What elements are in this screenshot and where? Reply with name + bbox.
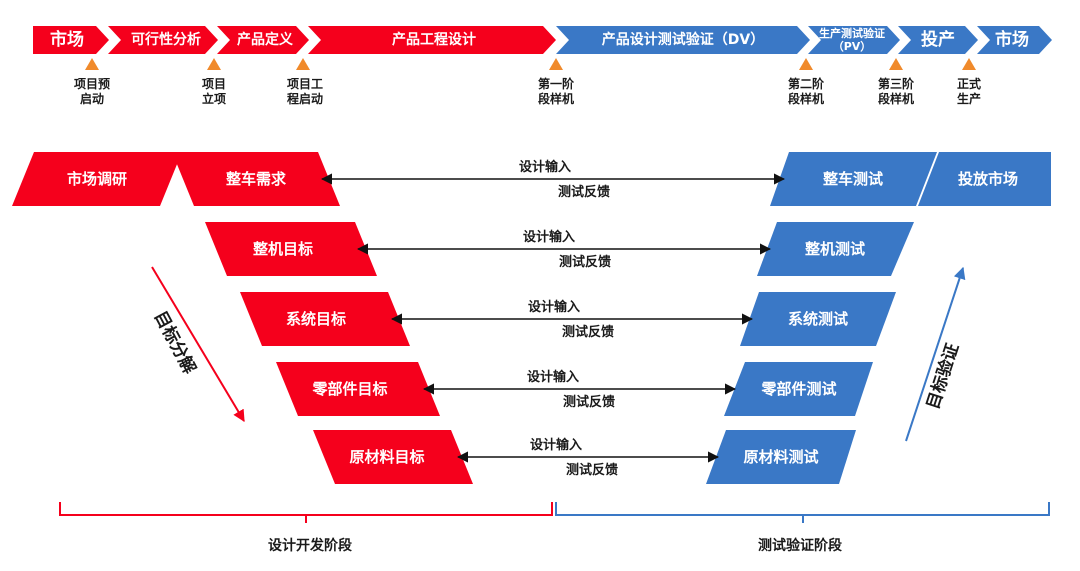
block-label: 整车测试 <box>823 170 883 188</box>
milestone-triangle-icon <box>889 58 903 70</box>
milestone-triangle-icon <box>207 58 221 70</box>
timeline-segment-pv-label-box: 生产测试验证（PV） <box>819 27 885 53</box>
side-label-verification: 目标验证 <box>922 341 963 412</box>
milestone-label-line2: 段样机 <box>538 91 574 106</box>
phase-label-test: 测试验证阶段 <box>758 537 842 554</box>
block-label: 投放市场 <box>958 170 1018 188</box>
milestone-label-line2: 程启动 <box>287 91 323 106</box>
arrow-label-input: 设计输入 <box>519 159 571 175</box>
arrow-label-feedback: 测试反馈 <box>566 462 618 478</box>
milestone-label-line2: 生产 <box>957 91 981 106</box>
milestone-label-line2: 启动 <box>80 91 104 106</box>
block-vehicle-test <box>770 152 937 206</box>
milestone-label-line2: 立项 <box>202 91 226 106</box>
block-label: 系统测试 <box>788 310 848 328</box>
milestone: 正式 生产 <box>957 58 981 106</box>
milestone: 项目预 启动 <box>74 58 110 106</box>
verification-arrow <box>905 266 966 442</box>
milestone: 项目工 程启动 <box>287 58 323 106</box>
design-blocks: 市场调研 整车需求 整机目标 系统目标 零部件目标 原材料目标 <box>12 152 473 484</box>
milestone-triangle-icon <box>799 58 813 70</box>
block-label: 整车需求 <box>226 170 287 188</box>
milestone-label-line1: 第一阶 <box>538 76 575 91</box>
timeline-segment-label: 市场 <box>995 29 1029 50</box>
milestone: 第一阶 段样机 <box>538 58 575 106</box>
milestone: 第三阶 段样机 <box>878 58 915 106</box>
block-vehicle-requirements <box>172 152 340 206</box>
milestone: 第二阶 段样机 <box>788 58 825 106</box>
block-label: 整机目标 <box>253 240 313 258</box>
block-component-test <box>724 362 873 416</box>
milestone-label-line1: 项目工 <box>287 77 323 91</box>
block-system-test <box>740 292 896 346</box>
block-label: 整机测试 <box>805 240 865 258</box>
block-label: 原材料测试 <box>743 448 818 466</box>
milestone-triangle-icon <box>296 58 310 70</box>
block-label: 原材料目标 <box>349 448 424 466</box>
milestone-label-line1: 第二阶 <box>788 76 825 91</box>
arrow-label-input: 设计输入 <box>523 229 575 245</box>
timeline-segment-label: 市场 <box>50 29 84 50</box>
arrow-label-input: 设计输入 <box>528 299 580 315</box>
block-label: 市场调研 <box>67 170 127 188</box>
block-machine-test <box>757 222 914 276</box>
block-system-target <box>240 292 410 346</box>
timeline-segment-dv <box>556 26 810 54</box>
milestone-label-line1: 正式 <box>957 76 981 91</box>
timeline-segment-label: 产品工程设计 <box>392 31 476 48</box>
timeline-segment-label: 产品定义 <box>237 31 293 48</box>
milestone-triangle-icon <box>85 58 99 70</box>
timeline-segment-label: 产品设计测试验证（DV） <box>602 31 764 48</box>
timeline-segment-production <box>898 26 978 54</box>
block-label: 零部件测试 <box>760 380 836 398</box>
arrow-label-feedback: 测试反馈 <box>563 394 615 410</box>
arrow-label-feedback: 测试反馈 <box>558 184 610 200</box>
timeline-segment-feasibility <box>108 26 218 54</box>
milestone-label-line2: 段样机 <box>878 91 914 106</box>
side-label-decomposition: 目标分解 <box>150 307 200 377</box>
phase-label-design: 设计开发阶段 <box>268 537 352 554</box>
block-market-research <box>12 152 182 206</box>
decomposition-arrow <box>151 266 245 423</box>
milestone-triangle-icon <box>962 58 976 70</box>
timeline-segment-engineering <box>308 26 556 54</box>
timeline-segment-market-start <box>33 26 109 54</box>
block-launch-market <box>918 152 1051 206</box>
test-phase-bracket <box>555 502 1050 516</box>
timeline-segment-pv <box>808 26 900 54</box>
timeline-segment-label: 生产测试验证（PV） <box>819 27 885 53</box>
milestone-label-line2: 段样机 <box>788 91 824 106</box>
milestone-triangle-icon <box>549 58 563 70</box>
milestone: 项目 立项 <box>202 58 226 106</box>
milestone-label-line1: 项目预 <box>74 77 110 91</box>
verification-blocks: 整车测试 投放市场 整机测试 系统测试 零部件测试 原材料测试 <box>706 152 1051 484</box>
block-material-test <box>706 430 856 484</box>
block-label: 零部件目标 <box>311 380 387 398</box>
arrow-label-input: 设计输入 <box>530 437 582 453</box>
block-component-target <box>276 362 440 416</box>
timeline-segment-market-end <box>977 26 1052 54</box>
block-machine-target <box>205 222 377 276</box>
arrow-label-input: 设计输入 <box>527 369 579 385</box>
design-phase-bracket <box>59 502 553 516</box>
arrow-label-feedback: 测试反馈 <box>559 254 611 270</box>
timeline-segment-label: 可行性分析 <box>131 31 201 48</box>
arrow-label-feedback: 测试反馈 <box>562 324 614 340</box>
block-label: 系统目标 <box>286 310 346 328</box>
timeline-segment-label: 投产 <box>921 29 955 50</box>
timeline-bar: 市场 可行性分析 产品定义 产品工程设计 产品设计测试验证（DV） 生产测试验证… <box>33 26 1052 54</box>
milestone-label-line1: 第三阶 <box>878 76 915 91</box>
timeline-segment-definition <box>217 26 309 54</box>
block-material-target <box>313 430 473 484</box>
connector-arrows: 设计输入 测试反馈 设计输入 测试反馈 设计输入 测试反馈 设计输入 测试反馈 … <box>320 159 786 478</box>
milestone-label-line1: 项目 <box>202 77 226 91</box>
milestones: 项目预 启动 项目 立项 项目工 程启动 第一阶 段样机 第二阶 段样机 第三阶… <box>74 58 981 106</box>
